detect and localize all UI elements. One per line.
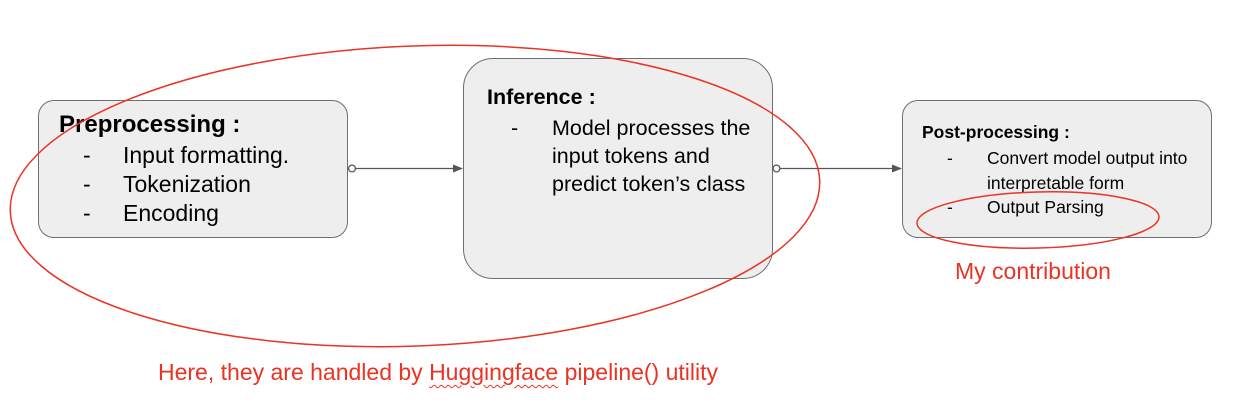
list-item: - Input formatting.: [83, 141, 289, 170]
connector-pre-to-inference: [347, 164, 463, 173]
contribution-ellipse: [916, 191, 1160, 249]
bullet-dash: -: [511, 116, 519, 140]
list-item: - Model processes the input tokens and p…: [511, 114, 771, 198]
connector-start-dot: [347, 164, 357, 173]
handled-by-pipeline-ellipse: [9, 44, 821, 348]
pipeline-handled-text-end: pipeline() utility: [558, 359, 719, 385]
postprocessing-item-output-parsing: Output Parsing: [987, 197, 1104, 217]
preprocessing-item-input-formatting: Input formatting.: [123, 142, 290, 168]
list-item: - Output Parsing: [947, 195, 1207, 220]
preprocessing-box: Preprocessing : - Input formatting. - To…: [38, 100, 348, 238]
list-item: - Encoding: [83, 199, 289, 228]
pipeline-handled-label: Here, they are handled by Huggingface pi…: [158, 359, 718, 386]
inference-item-model-processes: Model processes the input tokens and pre…: [552, 116, 751, 196]
bullet-dash: -: [83, 142, 91, 168]
postprocessing-list: - Convert model output into interpretabl…: [947, 146, 1207, 220]
bullet-dash: -: [947, 197, 953, 217]
connector-inference-to-post: [772, 164, 902, 173]
postprocessing-item-convert-output: Convert model output into interpretable …: [987, 148, 1188, 193]
inference-box: Inference : - Model processes the input …: [463, 58, 773, 279]
my-contribution-label: My contribution: [955, 258, 1111, 284]
postprocessing-box: Post-processing : - Convert model output…: [902, 100, 1212, 238]
list-item: - Convert model output into interpretabl…: [947, 146, 1207, 195]
preprocessing-item-tokenization: Tokenization: [123, 171, 251, 197]
bullet-dash: -: [83, 200, 91, 226]
inference-list: - Model processes the input tokens and p…: [511, 114, 771, 198]
list-item: - Tokenization: [83, 170, 289, 199]
preprocessing-title: Preprocessing :: [59, 111, 241, 138]
huggingface-word: Huggingface: [429, 359, 559, 385]
preprocessing-item-encoding: Encoding: [123, 200, 219, 226]
bullet-dash: -: [947, 148, 953, 168]
inference-title: Inference :: [487, 85, 596, 109]
pipeline-handled-text-start: Here, they are handled by: [158, 359, 430, 385]
preprocessing-list: - Input formatting. - Tokenization - Enc…: [83, 141, 289, 228]
connector-start-dot: [772, 164, 781, 173]
postprocessing-title: Post-processing :: [922, 122, 1070, 142]
bullet-dash: -: [83, 171, 91, 197]
